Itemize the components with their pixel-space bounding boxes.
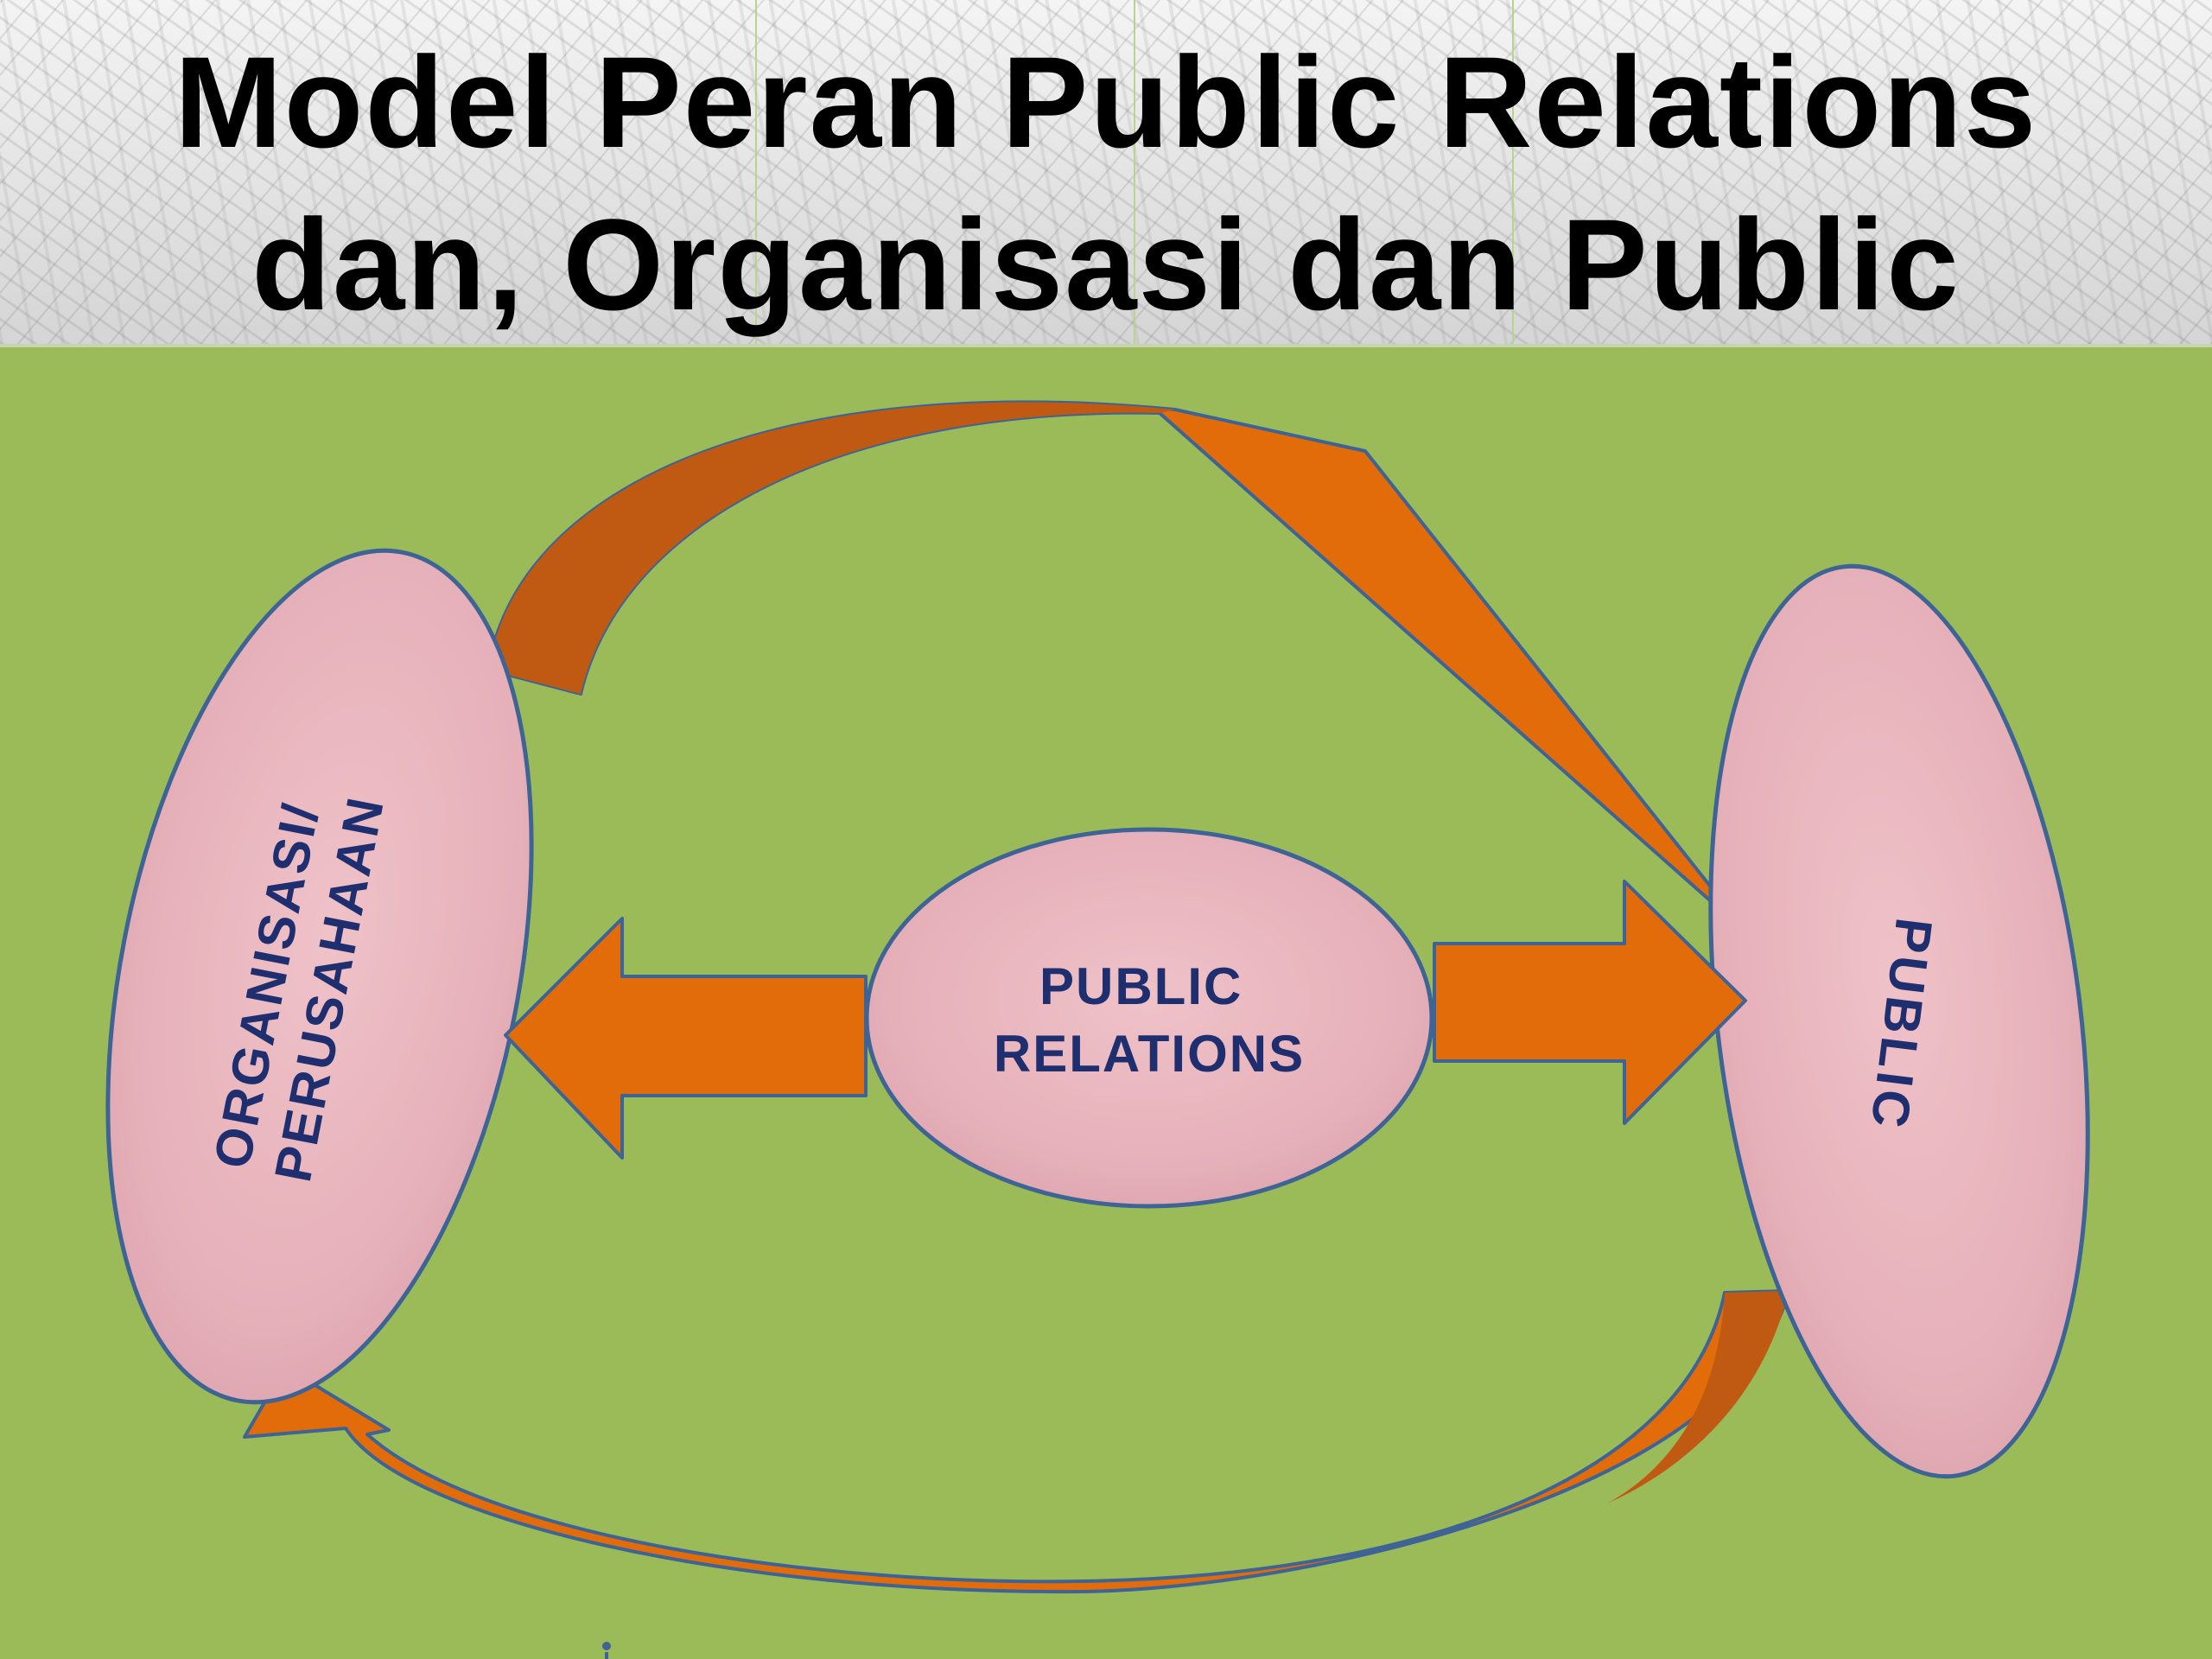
node-public-relations: PUBLIC RELATIONS bbox=[864, 827, 1434, 1209]
title-banner: Model Peran Public Relations dan, Organi… bbox=[0, 0, 2212, 347]
slide-title: Model Peran Public Relations dan, Organi… bbox=[0, 21, 2212, 346]
banner-seam bbox=[1512, 0, 1514, 344]
block-arrow-left bbox=[504, 917, 868, 1160]
curved-arrow-top bbox=[486, 400, 1751, 937]
node-public-relations-label-line-1: PUBLIC bbox=[1039, 957, 1243, 1015]
node-public-relations-label: PUBLIC RELATIONS bbox=[994, 957, 1305, 1083]
block-arrow-right bbox=[1433, 880, 1747, 1125]
banner-seam bbox=[755, 0, 757, 344]
node-organization: ORGANISASI/ PERUSAHAAN bbox=[105, 548, 534, 1405]
curved-arrow-bottom bbox=[243, 1289, 1790, 1594]
banner-seam bbox=[1134, 0, 1135, 344]
slide-title-line-1: Model Peran Public Relations bbox=[174, 29, 2038, 175]
node-public: PUBLIC bbox=[1708, 563, 2090, 1479]
node-public-relations-label-line-2: RELATIONS bbox=[994, 1025, 1305, 1083]
slide-title-line-2: dan, Organisasi dan Public bbox=[251, 192, 1961, 337]
cursor-mark bbox=[602, 1642, 611, 1659]
